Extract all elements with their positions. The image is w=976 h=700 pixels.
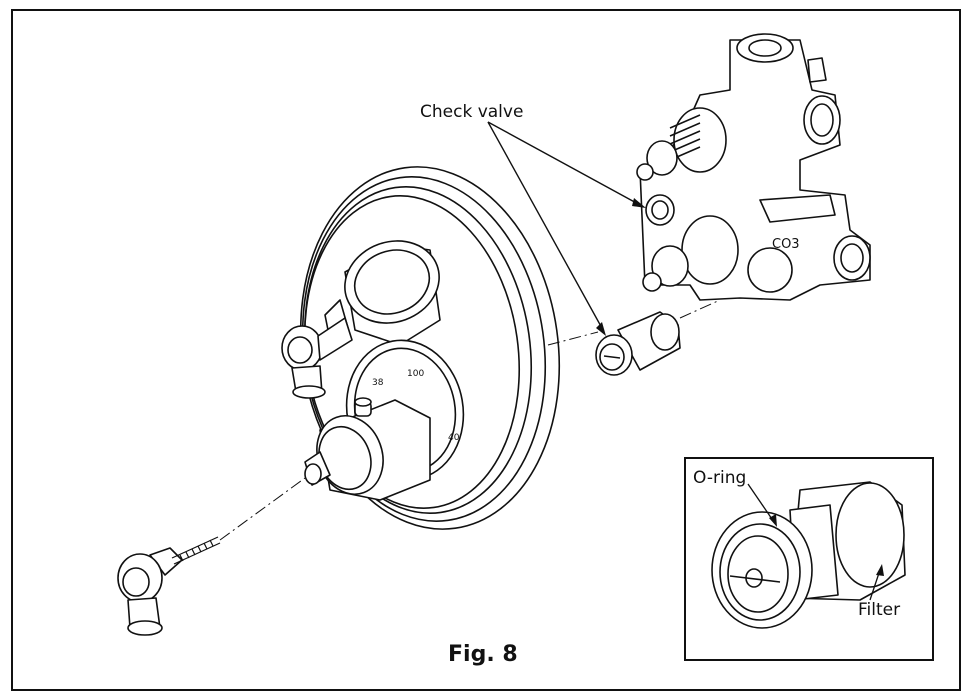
assembly-axes <box>219 299 721 541</box>
svg-text:100: 100 <box>407 369 424 379</box>
handle-screw <box>171 536 221 565</box>
inset-arrowheads <box>769 514 884 576</box>
svg-text:38: 38 <box>372 378 384 388</box>
thermostatic-bonnet <box>304 397 431 501</box>
filter-label: Filter <box>858 600 901 620</box>
check-valve-label: Check valve <box>420 102 524 122</box>
svg-text:CO3: CO3 <box>772 237 800 252</box>
check-valve-cartridge <box>595 311 681 376</box>
inset-detail-box <box>684 457 934 661</box>
lever-handle <box>117 547 183 636</box>
check-valve-arrowheads <box>596 198 646 336</box>
figure-frame <box>11 9 961 691</box>
valve-body: CO3 <box>636 33 871 301</box>
o-ring-label: O-ring <box>693 468 747 488</box>
figure-caption: Fig. 8 <box>448 642 518 667</box>
diverter-handle <box>281 317 353 399</box>
svg-text:40: 40 <box>448 433 460 443</box>
check-valve-leaders <box>487 121 641 331</box>
inset-check-valve <box>711 481 906 629</box>
